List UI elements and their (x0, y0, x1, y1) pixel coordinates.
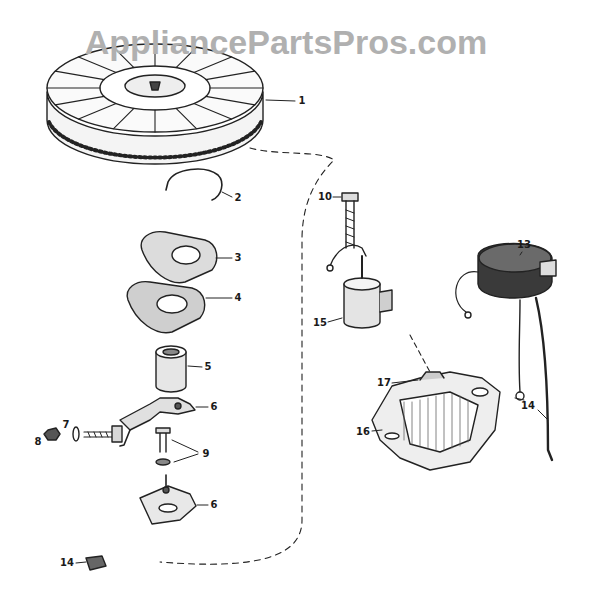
breaker-bracket (120, 398, 208, 446)
callout-number: 1 (299, 96, 306, 106)
callout-number: 3 (235, 253, 242, 263)
callout-number: 4 (235, 293, 242, 303)
callout-number: 17 (377, 378, 391, 388)
watermark: AppliancePartsPros.com (85, 25, 487, 59)
callout-number: 15 (313, 318, 327, 328)
condenser (327, 245, 392, 328)
callout-number: 14 (521, 401, 535, 411)
callout-number: 16 (356, 427, 370, 437)
armature-base (372, 372, 500, 470)
felt-wick (86, 556, 106, 570)
callout-number: 9 (203, 449, 210, 459)
bushing (156, 346, 202, 392)
callout-number: 7 (63, 420, 70, 430)
terminal-screw (44, 426, 122, 442)
callout-number: 6 (211, 402, 218, 412)
contact-plate (140, 475, 208, 524)
callout-number: 6 (211, 500, 218, 510)
callout-number: 8 (35, 437, 42, 447)
spring-clip (166, 169, 222, 200)
screw (156, 428, 198, 465)
callout-number: 10 (318, 192, 332, 202)
callout-number: 14 (60, 558, 74, 568)
flywheel (47, 44, 295, 164)
cover-plate (141, 232, 217, 283)
gasket (127, 282, 204, 333)
callout-number: 2 (235, 193, 242, 203)
callout-number: 5 (205, 362, 212, 372)
callout-number: 13 (517, 240, 531, 250)
screw (333, 193, 358, 248)
assembly-line (160, 148, 334, 564)
